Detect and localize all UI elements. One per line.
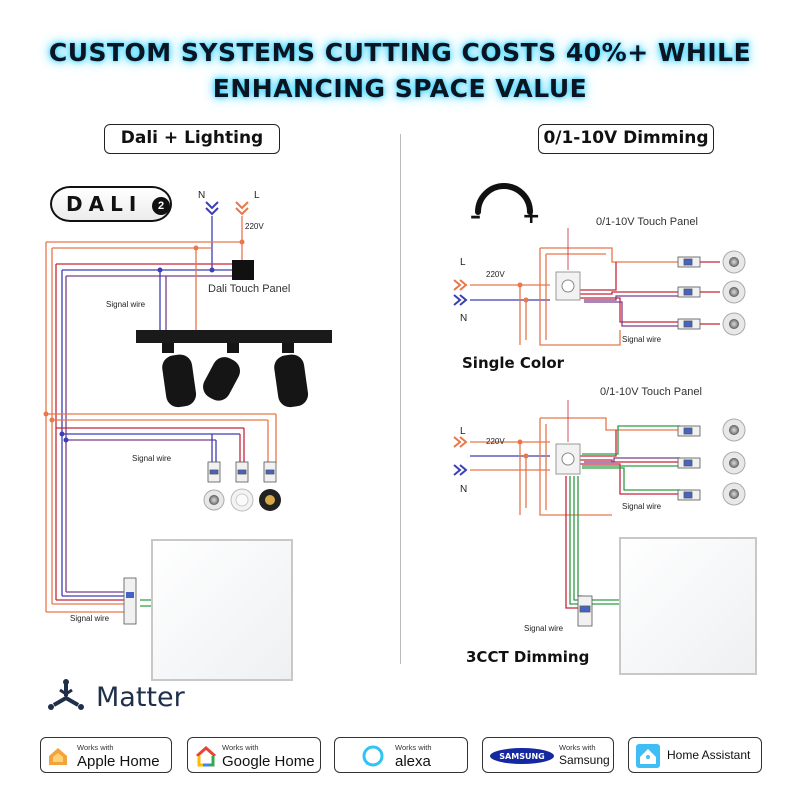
dali-logo-number: 2: [152, 197, 170, 215]
downlight-drivers: [207, 461, 277, 483]
single-signal-wire-label: Signal wire: [622, 335, 662, 344]
panel-driver: [123, 577, 137, 625]
badge-name: Apple Home: [77, 753, 160, 770]
single-touch-panel-label: 0/1-10V Touch Panel: [596, 216, 698, 228]
signal-wire-label-2: Signal wire: [132, 454, 172, 463]
matter-logo-icon: [48, 679, 84, 710]
single-voltage-label: 220V: [486, 270, 505, 279]
neutral-arrow-icon: [205, 201, 219, 216]
cct-caption: 3CCT Dimming: [466, 648, 590, 666]
neutral-arrow-icon: [453, 294, 468, 306]
badge-works-with: Works with: [395, 743, 432, 752]
live-arrow-icon: [453, 436, 468, 448]
alexa-icon: [362, 745, 384, 767]
single-color-caption: Single Color: [462, 354, 565, 372]
home-assistant-icon: [636, 744, 660, 768]
badge-apple-home: Works with Apple Home: [40, 737, 172, 773]
single-neutral-label: N: [460, 313, 468, 324]
badge-name: Samsung: [559, 753, 610, 767]
cct-neutral-label: N: [460, 484, 468, 495]
downlights: [203, 488, 281, 512]
live-arrow-icon: [453, 279, 468, 291]
cct-touch-panel-label: 0/1-10V Touch Panel: [600, 386, 702, 398]
badge-name: Google Home: [222, 753, 315, 770]
samsung-logo-text: SAMSUNG: [499, 752, 544, 761]
dali-touch-panel: [232, 260, 254, 280]
dali-wiring: [43, 201, 277, 613]
badge-home-assistant: Home Assistant: [628, 737, 762, 773]
badge-samsung: SAMSUNG Works with Samsung: [482, 737, 614, 773]
dimmer-dial-icon: [475, 183, 533, 215]
google-home-icon: [196, 745, 216, 767]
single-downlights: [722, 250, 746, 336]
neutral-label: N: [198, 190, 206, 201]
badge-alexa: Works with alexa: [334, 737, 468, 773]
voltage-label: 220V: [245, 222, 264, 231]
badge-works-with: Works with: [559, 743, 596, 752]
headline-line-1: CUSTOM SYSTEMS CUTTING COSTS 40%+ WHILE: [48, 38, 752, 67]
neutral-arrow-icon: [453, 464, 468, 476]
cct-signal-wire-label-2: Signal wire: [524, 624, 564, 633]
section-divider: [400, 134, 401, 664]
matter-label: Matter: [96, 682, 185, 713]
badge-works-with: Works with: [222, 743, 259, 752]
cct-panel-light: [619, 537, 757, 675]
dali-section-title: Dali + Lighting: [104, 124, 280, 154]
cct-wiring: [453, 400, 680, 609]
dali-panel-light: [151, 539, 293, 681]
dial-plus-label: +: [522, 204, 541, 229]
badge-name: Home Assistant: [667, 748, 751, 762]
signal-wire-label-3: Signal wire: [70, 614, 110, 623]
single-drivers: [677, 256, 701, 330]
badge-name: alexa: [395, 753, 431, 770]
live-label: L: [254, 190, 260, 201]
badge-works-with: Works with: [77, 743, 114, 752]
single-live-label: L: [460, 257, 466, 268]
cct-downlights: [722, 418, 746, 506]
headline-line-2: ENHANCING SPACE VALUE: [212, 74, 588, 103]
signal-wire-label-1: Signal wire: [106, 300, 146, 309]
track-spotlights: [162, 343, 309, 408]
samsung-icon: SAMSUNG: [490, 748, 554, 764]
single-color-wiring: [453, 228, 720, 346]
apple-home-icon: [49, 748, 67, 765]
cct-drivers: [577, 425, 701, 627]
dali-logo: DALI: [50, 186, 172, 222]
live-arrow-icon: [235, 201, 249, 216]
cct-signal-wire-label-1: Signal wire: [622, 502, 662, 511]
dali-touch-panel-label: Dali Touch Panel: [208, 283, 291, 295]
dimming-section-title: 0/1-10V Dimming: [538, 124, 714, 154]
cct-voltage-label: 220V: [486, 437, 505, 446]
cct-live-label: L: [460, 426, 466, 437]
track-rail: [136, 330, 332, 343]
badge-google-home: Works with Google Home: [187, 737, 321, 773]
dial-minus-label: –: [470, 204, 481, 229]
